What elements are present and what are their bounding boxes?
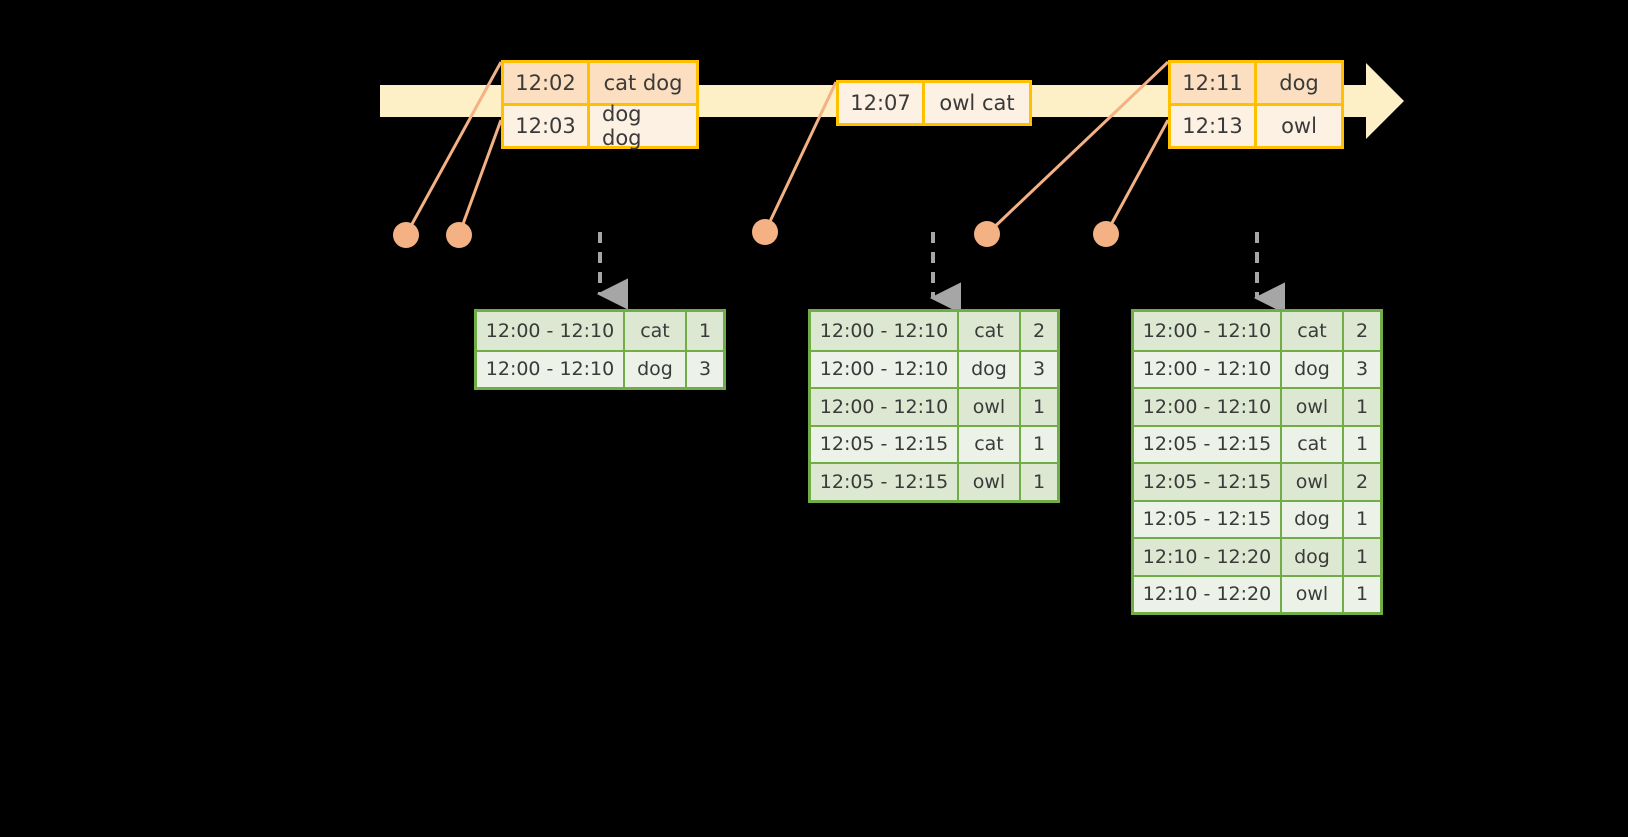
window-cell: 12:10 - 12:20 <box>1134 576 1282 612</box>
word-cell: cat <box>959 312 1021 350</box>
window-cell: 12:00 - 12:10 <box>811 389 959 425</box>
event-timestamp: 12:11 <box>1171 63 1257 103</box>
event-timestamp: 12:03 <box>504 106 590 146</box>
window-cell: 12:00 - 12:10 <box>811 351 959 387</box>
event-words: cat dog <box>603 71 683 95</box>
count-cell: 2 <box>1355 319 1369 342</box>
event-timestamp: 12:07 <box>839 83 925 123</box>
word-cell: owl <box>1282 464 1344 500</box>
count-cell: 1 <box>698 319 712 342</box>
event-timestamp: 12:02 <box>504 63 590 103</box>
window-cell: 12:00 - 12:10 <box>477 351 625 387</box>
connector-12-07 <box>763 81 838 233</box>
count-cell: 3 <box>1355 358 1369 381</box>
connector-12-13 <box>1104 119 1170 235</box>
word-cell: dog <box>1282 501 1344 537</box>
event-words: owl cat <box>939 91 1015 115</box>
count-cell: 2 <box>1032 319 1046 342</box>
word-cell: owl <box>1282 576 1344 612</box>
event-row[interactable]: 12:02 cat dog <box>504 63 696 103</box>
count-cell: 1 <box>1032 395 1046 418</box>
count-cell: 1 <box>1355 395 1369 418</box>
count-cell: 2 <box>1355 470 1369 493</box>
window-cell: 12:05 - 12:15 <box>1134 501 1282 537</box>
window-cell: 12:05 - 12:15 <box>1134 464 1282 500</box>
word-cell: cat <box>959 426 1021 462</box>
marker-dot-12-11[interactable] <box>974 221 1000 247</box>
window-cell: 12:05 - 12:15 <box>1134 426 1282 462</box>
window-cell: 12:05 - 12:15 <box>811 426 959 462</box>
word-cell: owl <box>1282 389 1344 425</box>
count-cell: 1 <box>1032 470 1046 493</box>
event-marker-dots <box>393 219 1119 248</box>
event-words: dog <box>1279 71 1319 95</box>
window-cell: 12:00 - 12:10 <box>1134 389 1282 425</box>
window-cell: 12:00 - 12:10 <box>1134 312 1282 350</box>
word-cell: cat <box>625 312 687 350</box>
word-cell: dog <box>1282 539 1344 575</box>
event-row[interactable]: 12:11 dog <box>1171 63 1341 103</box>
word-cell: dog <box>959 351 1021 387</box>
marker-dot-12-03[interactable] <box>446 222 472 248</box>
marker-dot-12-02[interactable] <box>393 222 419 248</box>
count-cell: 3 <box>698 358 712 381</box>
word-cell: owl <box>959 464 1021 500</box>
word-cell: dog <box>1282 351 1344 387</box>
window-cell: 12:10 - 12:20 <box>1134 539 1282 575</box>
event-group-1[interactable]: 12:02 cat dog 12:03 dog dog <box>501 60 699 150</box>
connector-12-02 <box>404 61 503 236</box>
flow-arrows <box>596 232 1285 314</box>
window-cell: 12:00 - 12:10 <box>1134 351 1282 387</box>
event-group-3[interactable]: 12:11 dog 12:13 owl <box>1168 60 1344 149</box>
event-words: owl <box>1281 114 1317 138</box>
word-cell: dog <box>625 351 687 387</box>
window-cell: 12:05 - 12:15 <box>811 464 959 500</box>
word-cell: cat <box>1282 426 1344 462</box>
word-cell: owl <box>959 389 1021 425</box>
event-group-2[interactable]: 12:07 owl cat <box>836 80 1032 126</box>
event-timestamp: 12:13 <box>1171 106 1257 146</box>
window-cell: 12:00 - 12:10 <box>477 312 625 350</box>
window-cell: 12:00 - 12:10 <box>811 312 959 350</box>
connector-12-03 <box>457 119 503 236</box>
marker-dot-12-07[interactable] <box>752 219 778 245</box>
count-cell: 1 <box>1355 508 1369 531</box>
event-row[interactable]: 12:13 owl <box>1171 103 1341 146</box>
count-cell: 1 <box>1032 433 1046 456</box>
word-cell: cat <box>1282 312 1344 350</box>
count-cell: 1 <box>1355 583 1369 606</box>
event-words: dog dog <box>602 102 642 150</box>
count-cell: 1 <box>1355 545 1369 568</box>
event-row[interactable]: 12:03 dog dog <box>504 102 696 150</box>
event-row[interactable]: 12:07 owl cat <box>839 83 1029 123</box>
marker-dot-12-13[interactable] <box>1093 221 1119 247</box>
count-cell: 3 <box>1032 358 1046 381</box>
count-cell: 1 <box>1355 433 1369 456</box>
